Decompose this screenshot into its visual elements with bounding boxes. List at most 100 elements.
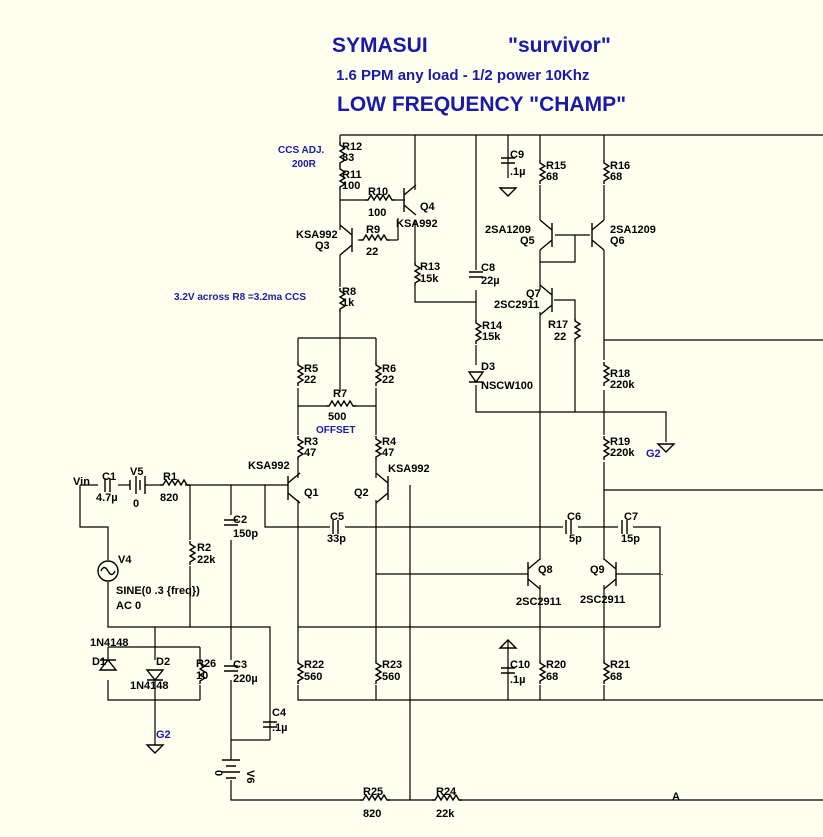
label-d2t: 1N4148	[130, 680, 169, 692]
wire	[107, 582, 271, 740]
r5-symbol	[296, 362, 305, 386]
label-c4v: .1µ	[272, 722, 288, 734]
label-r14v: 15k	[482, 331, 501, 343]
c7-symbol	[621, 520, 628, 534]
label-r9v: 22	[366, 246, 378, 258]
label-c4: C4	[272, 707, 287, 719]
r12-symbol	[338, 142, 347, 166]
label-q5t: 2SA1209	[485, 224, 531, 236]
c1-symbol	[104, 478, 111, 492]
label-r17v: 22	[554, 331, 566, 343]
c8-symbol	[469, 271, 483, 278]
label-c3v: 220µ	[233, 673, 258, 685]
label-r16: R16	[610, 160, 630, 172]
r2-symbol	[188, 541, 197, 565]
r22-symbol	[296, 660, 305, 684]
r7-symbol	[326, 399, 356, 408]
label-r19: R19	[610, 436, 630, 448]
label-c3: C3	[233, 659, 247, 671]
c6-symbol	[565, 520, 572, 534]
r10-symbol	[365, 193, 395, 202]
label-q4t: KSA992	[396, 218, 438, 230]
label-c6v: 5p	[569, 533, 582, 545]
q2-symbol	[375, 472, 389, 504]
label-r26: R26	[196, 658, 216, 670]
label-c7: C7	[624, 511, 638, 523]
label-c7v: 15p	[621, 533, 640, 545]
q9-symbol	[603, 558, 617, 590]
label-q1t: KSA992	[248, 460, 290, 472]
label-g2a: G2	[646, 448, 661, 460]
label-a: A	[672, 791, 680, 803]
label-c10v: .1µ	[510, 674, 526, 686]
label-r20: R20	[546, 659, 566, 671]
r6-symbol	[374, 362, 383, 386]
label-q4: Q4	[420, 201, 436, 213]
label-r10: R10	[368, 186, 388, 198]
label-d3t: NSCW100	[481, 380, 533, 392]
label-r8v: 1k	[342, 297, 355, 309]
label-r22: R22	[304, 659, 324, 671]
label-r4: R4	[382, 436, 397, 448]
r16-symbol	[602, 160, 611, 184]
label-r21v: 68	[610, 671, 622, 683]
label-r25v: 820	[363, 808, 381, 820]
wire	[475, 385, 667, 442]
wire	[554, 299, 576, 318]
label-q7t: 2SC2911	[494, 299, 539, 311]
q6-symbol	[591, 219, 605, 251]
label-q7: Q7	[526, 288, 541, 300]
label-r3: R3	[304, 436, 318, 448]
c3-symbol	[224, 665, 238, 672]
label-c8: C8	[481, 262, 495, 274]
title-symasui: SYMASUI	[332, 34, 428, 57]
g2-ground-symbol-2	[145, 744, 165, 754]
r15-symbol	[538, 160, 547, 184]
note-ccs-adj: CCS ADJ.	[278, 145, 325, 156]
q4-symbol	[403, 184, 417, 216]
label-r8: R8	[342, 286, 356, 298]
label-d3: D3	[481, 361, 495, 373]
r25-symbol	[360, 793, 390, 802]
label-r13: R13	[420, 261, 440, 273]
label-r2: R2	[197, 542, 211, 554]
d3-led-symbol	[467, 371, 485, 384]
label-r18v: 220k	[610, 379, 635, 391]
label-q3: Q3	[315, 240, 330, 252]
c9-ground-symbol	[498, 187, 518, 197]
wire	[633, 526, 661, 627]
label-v5: V5	[130, 466, 143, 478]
c10-supply-symbol	[498, 639, 518, 649]
label-r6v: 22	[382, 374, 394, 386]
label-r10v: 100	[368, 207, 386, 219]
q5-symbol	[539, 219, 553, 251]
r24-symbol	[432, 793, 462, 802]
label-r11: R11	[342, 169, 362, 181]
wire	[107, 680, 200, 701]
label-r24: R24	[436, 786, 457, 798]
note-ccs-current: 3.2V across R8 =3.2ma CCS	[174, 292, 306, 303]
label-ac: AC 0	[116, 600, 141, 612]
label-r18: R18	[610, 368, 630, 380]
wire	[297, 685, 823, 701]
label-v6v: 0	[212, 770, 224, 776]
components	[97, 142, 676, 802]
v4-source-symbol	[97, 560, 119, 582]
label-q9t: 2SC2911	[580, 594, 625, 606]
label-c5: C5	[330, 511, 344, 523]
q7-symbol	[539, 284, 553, 316]
label-r3v: 47	[304, 447, 316, 459]
label-q6: Q6	[610, 235, 625, 247]
label-r7: R7	[333, 388, 347, 400]
r14-symbol	[474, 320, 483, 344]
label-r5: R5	[304, 363, 318, 375]
wire	[414, 286, 476, 303]
note-offset: OFFSET	[316, 425, 355, 436]
label-r14: R14	[482, 320, 503, 332]
label-r20v: 68	[546, 671, 558, 683]
r4-symbol	[374, 436, 383, 460]
label-r1v: 820	[160, 492, 178, 504]
r9-symbol	[360, 233, 390, 242]
label-r15v: 68	[546, 171, 558, 183]
